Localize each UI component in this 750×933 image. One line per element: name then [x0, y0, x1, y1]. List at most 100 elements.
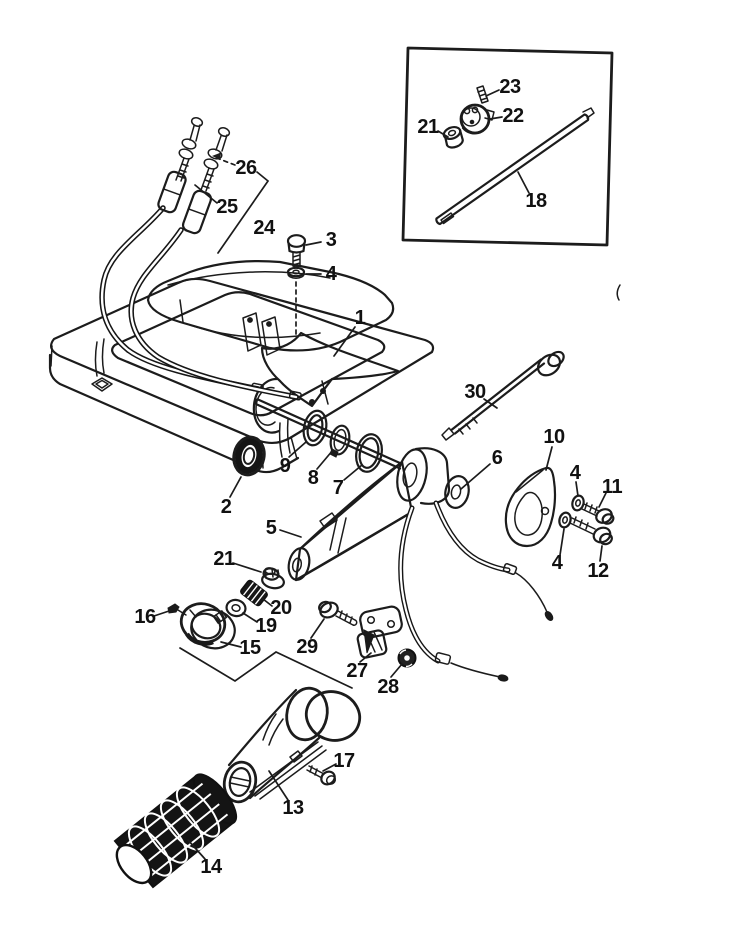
nut-28	[397, 648, 417, 668]
leader-line-6	[460, 463, 491, 490]
part-label-24: 24	[253, 217, 276, 239]
part-label-6: 6	[492, 447, 503, 469]
leader-line-10	[545, 446, 553, 471]
leader-line-21	[437, 130, 449, 138]
pivot-bolt-3	[286, 234, 307, 268]
leader-line-28	[390, 663, 403, 678]
bolt-12	[569, 516, 613, 546]
part-label-10: 10	[543, 426, 565, 448]
leader-line-2	[229, 476, 242, 498]
washer-4-top	[286, 266, 306, 279]
throttle-cable-right	[128, 127, 302, 401]
screw-17	[306, 765, 337, 786]
part-label-13: 13	[282, 797, 304, 819]
inset-box	[401, 46, 614, 247]
leader-line-30	[483, 398, 498, 409]
handle-grip-14	[113, 773, 238, 889]
leader-lines	[153, 89, 607, 860]
leader-line-1	[333, 326, 356, 357]
leader-line-17	[322, 763, 337, 772]
leader-line-3	[305, 241, 322, 246]
washer-4-upper-right	[571, 494, 585, 512]
part-label-29: 29	[296, 636, 318, 658]
arrowhead-26	[212, 152, 221, 160]
leader-line-21	[232, 562, 262, 573]
part-label-30: 30	[464, 381, 486, 403]
part-label-4: 4	[326, 263, 338, 285]
spring-20	[240, 579, 268, 607]
cable-lower-b	[398, 505, 509, 682]
hook-bracket-10	[504, 466, 557, 548]
leader-line-8	[316, 449, 334, 470]
part-label-15: 15	[239, 637, 261, 659]
part-label-25: 25	[216, 196, 238, 218]
assembly-zigzag-15-group	[179, 647, 353, 689]
part-label-11: 11	[602, 476, 623, 498]
bolt-29	[318, 600, 358, 626]
part-label-8: 8	[308, 467, 319, 489]
part-label-5: 5	[266, 517, 277, 539]
leader-line-12	[599, 545, 603, 562]
inset-bushing-21	[442, 125, 464, 149]
washer-19	[225, 598, 247, 618]
leader-line-13	[268, 770, 289, 801]
washer-4-lower-right	[558, 511, 572, 529]
hinge-posts	[242, 312, 281, 356]
leader-line-9	[288, 441, 307, 458]
part-label-26: 26	[235, 157, 257, 179]
stray-mark	[616, 284, 621, 301]
leader-line-23	[485, 89, 500, 97]
part-label-16: 16	[134, 606, 156, 628]
screw-16	[167, 603, 187, 616]
leader-line-27	[359, 652, 372, 663]
inset-pin-23	[476, 85, 489, 104]
part-label-9: 9	[280, 455, 291, 477]
leader-line-4	[575, 481, 579, 497]
leader-line-11	[598, 492, 607, 508]
part-label-19: 19	[255, 615, 277, 637]
leader-line-25	[194, 184, 218, 204]
leader-line-5	[279, 529, 302, 538]
pivot-boss	[252, 377, 281, 434]
part-label-3: 3	[326, 229, 337, 251]
part-label-20: 20	[270, 597, 292, 619]
arm-end-washer-6	[444, 475, 470, 509]
throttle-handle-13	[222, 686, 362, 804]
part-label-27: 27	[346, 660, 368, 682]
leader-line-26	[213, 156, 236, 166]
part-label-21: 21	[417, 116, 439, 138]
leader-line-14	[187, 839, 206, 860]
tiller-arm-5	[287, 447, 451, 582]
part-label-23: 23	[499, 76, 521, 98]
inset-rod-18	[435, 107, 595, 226]
seal-2	[232, 435, 266, 477]
part-label-12: 12	[587, 560, 609, 582]
part-label-14: 14	[200, 856, 223, 878]
leader-line-7	[343, 464, 363, 481]
long-bolt-30	[441, 350, 565, 441]
nut-21	[261, 567, 285, 590]
throttle-drum-15	[179, 602, 236, 650]
inset-knob-22	[459, 103, 495, 135]
part-label-18: 18	[525, 190, 547, 212]
leader-line-22	[489, 116, 503, 120]
callout-bracket-24-26	[217, 171, 270, 254]
leader-line-19	[242, 612, 258, 623]
part-label-2: 2	[221, 496, 232, 518]
part-label-21: 21	[213, 548, 235, 570]
part-label-28: 28	[377, 676, 399, 698]
leader-line-29	[310, 618, 325, 639]
housing-arm	[260, 331, 400, 408]
part-label-17: 17	[333, 750, 355, 772]
leader-line-20	[262, 598, 273, 607]
bolt-11	[581, 502, 615, 525]
part-label-4: 4	[552, 552, 564, 574]
leader-line-18	[517, 171, 530, 194]
oring-9	[302, 409, 328, 447]
part-label-22: 22	[502, 105, 524, 127]
leader-line-4	[559, 528, 565, 556]
part-label-1: 1	[355, 307, 366, 329]
